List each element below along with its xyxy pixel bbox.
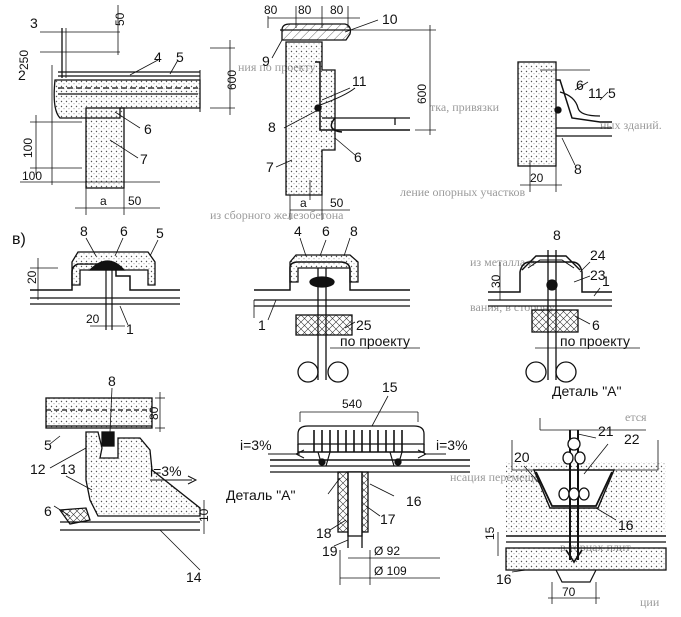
detail-a-title: Деталь "А" — [552, 383, 622, 399]
dim-a-center: a — [300, 196, 307, 210]
callout-8-c: 8 — [80, 223, 88, 239]
slope-label-row3: i=3% — [150, 463, 182, 479]
detail-joint-compensator — [488, 250, 640, 383]
callout-22: 22 — [624, 431, 640, 447]
detail-a-reference: Деталь "А" — [226, 487, 296, 503]
callout-3: 3 — [30, 15, 38, 31]
callout-11-b: 11 — [588, 85, 603, 101]
dim-80-a: 80 — [264, 3, 278, 17]
dim-dia92: Ø 92 — [374, 544, 400, 558]
bleed-text-4: ление опорных участков — [400, 185, 526, 199]
callout-6-c: 6 — [576, 77, 584, 93]
detail-wall-junction — [517, 61, 612, 192]
callout-23: 23 — [590, 267, 606, 283]
detail-parapet — [267, 6, 436, 220]
callout-6-e: 6 — [322, 223, 330, 239]
dim-70: 70 — [562, 585, 576, 599]
slope-label-left: i=3% — [240, 437, 272, 453]
callout-6-b: 6 — [354, 149, 362, 165]
per-design-center: по проекту — [340, 333, 410, 349]
dim-80-b: 80 — [298, 3, 312, 17]
bleed-text-5: из сборного железобетона — [210, 208, 344, 222]
detail-roof-drain — [268, 395, 470, 585]
detail-joint-cap — [30, 237, 180, 330]
callout-7-a: 7 — [140, 151, 148, 167]
callout-4: 4 — [154, 49, 162, 65]
dim-100-left: 100 — [21, 138, 35, 158]
detail-joint-bolt — [253, 237, 420, 383]
callout-19: 19 — [322, 543, 338, 559]
dim-15: 15 — [483, 526, 497, 540]
callout-4-b: 4 — [294, 223, 302, 239]
callout-21: 21 — [598, 423, 614, 439]
callout-6-d: 6 — [120, 223, 128, 239]
per-design-right: по проекту — [560, 333, 630, 349]
callout-16-a: 16 — [406, 493, 422, 509]
callout-1-a: 1 — [126, 321, 134, 337]
callout-8-a: 8 — [268, 119, 276, 135]
callout-12: 12 — [30, 461, 46, 477]
dim-100-bottom: 100 — [22, 169, 42, 183]
detail-eave-support — [20, 5, 235, 215]
callout-6-g: 6 — [44, 503, 52, 519]
bleed-text-2: тка, привязки — [430, 100, 500, 114]
dim-10: 10 — [197, 508, 211, 522]
callout-1-c: 1 — [602, 273, 610, 289]
callout-17: 17 — [380, 511, 396, 527]
callout-5-c: 5 — [156, 225, 164, 241]
dim-20-joint-bottom: 20 — [86, 312, 100, 326]
bleed-text-3: ных зданий. — [600, 118, 662, 132]
dim-600-left: 600 — [225, 70, 239, 90]
dim-250: 250 — [17, 50, 31, 70]
bleed-text-6: из металла и — [470, 255, 535, 269]
detail-a-section — [497, 418, 667, 604]
slope-label-right: i=3% — [436, 437, 468, 453]
dim-50-center: 50 — [330, 196, 344, 210]
callout-5-b: 5 — [608, 85, 616, 101]
callout-18: 18 — [316, 525, 332, 541]
callout-24: 24 — [590, 247, 606, 263]
callout-10: 10 — [382, 11, 398, 27]
dimension-labels: 50 250 600 100 100 a 50 80 80 80 600 a 5… — [17, 3, 576, 599]
callout-8-d: 8 — [350, 223, 358, 239]
callout-8-f: 8 — [108, 373, 116, 389]
panel-label-v: в) — [12, 231, 26, 248]
callout-15: 15 — [382, 379, 398, 395]
bleed-text-10: ции — [640, 595, 660, 609]
callout-8-e: 8 — [553, 227, 561, 243]
callout-16-c: 16 — [496, 571, 512, 587]
dim-20-joint-vertical: 20 — [25, 270, 39, 284]
callout-13: 13 — [60, 461, 76, 477]
bleed-text-11: ется — [625, 410, 647, 424]
dim-80-slab: 80 — [147, 406, 161, 420]
callout-6-a: 6 — [144, 121, 152, 137]
callout-25: 25 — [356, 317, 372, 333]
callout-2: 2 — [18, 67, 26, 83]
callout-numbers: 3 2 4 5 6 7 10 9 11 8 6 7 6 11 5 8 8 6 5… — [18, 11, 640, 587]
callout-5-a: 5 — [176, 49, 184, 65]
callout-8-b: 8 — [574, 161, 582, 177]
annotation-labels: в) i=3% i=3% i=3% Деталь "А" по проекту … — [12, 231, 630, 503]
dim-20-right: 20 — [530, 171, 544, 185]
detail-slab-slope — [45, 387, 205, 571]
dim-30: 30 — [489, 274, 503, 288]
dim-80-c: 80 — [330, 3, 344, 17]
dim-540: 540 — [342, 397, 362, 411]
dim-dia109: Ø 109 — [374, 564, 407, 578]
dim-a-left: a — [100, 194, 107, 208]
callout-16-b: 16 — [618, 517, 634, 533]
dim-50-top: 50 — [113, 12, 127, 26]
callout-9: 9 — [262, 53, 270, 69]
dim-600-center: 600 — [415, 84, 429, 104]
dim-50-left-bottom: 50 — [128, 194, 142, 208]
callout-5-d: 5 — [44, 437, 52, 453]
callout-7-b: 7 — [266, 159, 274, 175]
callout-6-f: 6 — [592, 317, 600, 333]
callout-11-a: 11 — [352, 73, 367, 89]
callout-20: 20 — [514, 449, 530, 465]
callout-14: 14 — [186, 569, 202, 585]
callout-1-b: 1 — [258, 317, 266, 333]
